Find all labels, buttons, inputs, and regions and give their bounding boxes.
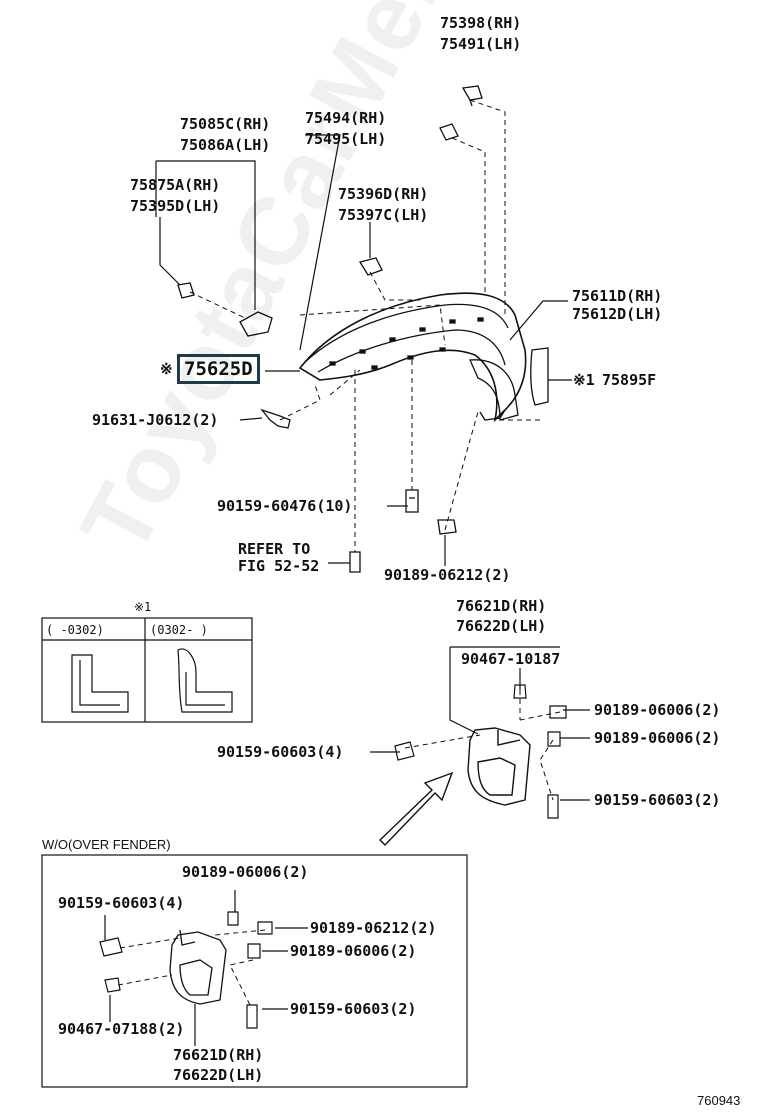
label-90159-60476: 90159-60476(10) <box>217 497 353 515</box>
clip-75396 <box>358 257 383 276</box>
bracket-75085 <box>239 311 273 337</box>
wo-over-fender-label: W/O(OVER FENDER) <box>42 837 171 852</box>
label-75398: 75398(RH) <box>440 14 522 32</box>
label-90189-06212: 90189-06212(2) <box>384 566 511 584</box>
trim-strip <box>530 347 549 406</box>
label-90189-06006-c: 90189-06006(2) <box>182 863 309 881</box>
fender-flare <box>298 292 527 423</box>
label-75396: 75396D(RH) <box>338 185 429 203</box>
fender-liner <box>469 359 519 421</box>
bolt-90159-60476 <box>405 489 419 513</box>
bolt-refer <box>349 551 361 573</box>
nut-90189-06212 <box>437 519 457 535</box>
label-75491: 75491(LH) <box>440 35 522 53</box>
note-mark: ※ <box>160 360 173 378</box>
label-75395: 75395D(LH) <box>130 197 221 215</box>
label-75611: 75611D(RH) <box>572 287 663 305</box>
label-75875: 75875A(RH) <box>130 176 221 194</box>
label-76622-top: 76622D(LH) <box>456 617 547 635</box>
label-90189-06006-a: 90189-06006(2) <box>594 701 721 719</box>
clip-75398 <box>461 85 483 107</box>
label-75895: 75895F <box>602 371 657 389</box>
label-75494: 75494(RH) <box>305 109 387 127</box>
table-col-1: ( -0302) <box>46 623 104 637</box>
mudguard-main <box>467 727 531 806</box>
variant-table <box>41 617 253 723</box>
screw-91631 <box>260 408 291 429</box>
label-75397: 75397C(LH) <box>338 206 429 224</box>
wo-over-fender-box <box>41 854 468 1088</box>
label-90159-60603-b: 90159-60603(2) <box>594 791 721 809</box>
label-refer-2: FIG 52-52 <box>238 557 320 575</box>
table-note-mark: ※1 <box>134 600 152 614</box>
label-75612: 75612D(LH) <box>572 305 663 323</box>
label-76621-top: 76621D(RH) <box>456 597 547 615</box>
label-90159-60603-d: 90159-60603(2) <box>290 1000 417 1018</box>
label-90467-07188: 90467-07188(2) <box>58 1020 185 1038</box>
label-90467-10187: 90467-10187 <box>461 650 561 668</box>
label-75625-highlighted: 75625D <box>177 354 260 384</box>
mudguard-small <box>169 929 227 1005</box>
label-90189-06212-b: 90189-06212(2) <box>310 919 437 937</box>
label-90159-60603-c: 90159-60603(4) <box>58 894 185 912</box>
label-75085: 75085C(RH) <box>180 115 271 133</box>
label-90189-06006-b: 90189-06006(2) <box>594 729 721 747</box>
label-90159-60603-a: 90159-60603(4) <box>217 743 344 761</box>
label-75086: 75086A(LH) <box>180 136 271 154</box>
label-91631: 91631-J0612(2) <box>92 411 219 429</box>
clip-75494 <box>439 123 459 141</box>
label-76622-bottom: 76622D(LH) <box>173 1066 264 1084</box>
label-90189-06006-d: 90189-06006(2) <box>290 942 417 960</box>
direction-arrow <box>379 771 454 846</box>
label-75495: 75495(LH) <box>305 130 387 148</box>
figure-number: 760943 <box>697 1093 741 1108</box>
note-mark-1: ※1 <box>573 371 595 389</box>
label-76621-bottom: 76621D(RH) <box>173 1046 264 1064</box>
table-col-2: (0302- ) <box>150 623 208 637</box>
label-refer-1: REFER TO <box>238 540 311 558</box>
clip-75875 <box>177 282 195 299</box>
